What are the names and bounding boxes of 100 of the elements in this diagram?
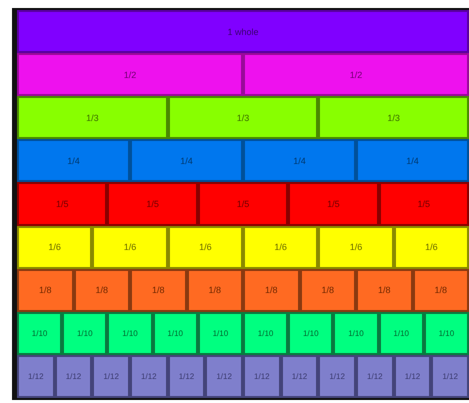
fraction-bar bbox=[17, 226, 92, 269]
fraction-bar bbox=[243, 312, 288, 355]
fraction-bar bbox=[243, 268, 300, 312]
fraction-bar bbox=[198, 182, 288, 226]
fraction-label: 1/10 bbox=[258, 328, 274, 338]
fraction-label: 1/2 bbox=[124, 70, 136, 80]
fraction-label: 1/8 bbox=[38, 285, 52, 296]
fraction-bar bbox=[394, 226, 469, 269]
fraction-label: 1/10 bbox=[167, 328, 183, 338]
fraction-label: 1/3 bbox=[387, 112, 400, 123]
fraction-bar bbox=[74, 268, 130, 312]
fraction-label: 1/4 bbox=[67, 156, 80, 166]
fraction-bar bbox=[62, 312, 108, 355]
fraction-label: 1/8 bbox=[321, 285, 334, 296]
fraction-bar bbox=[356, 354, 394, 398]
fraction-label: 1/5 bbox=[327, 198, 340, 209]
fraction-label: 1/6 bbox=[124, 242, 136, 252]
fraction-bar bbox=[17, 354, 55, 398]
fraction-label: 1/10 bbox=[393, 328, 409, 338]
fraction-bar bbox=[54, 354, 92, 398]
fraction-bar bbox=[152, 312, 198, 355]
fraction-bar bbox=[243, 226, 318, 269]
fraction-label: 1/12 bbox=[66, 372, 82, 381]
fraction-label: 1/6 bbox=[274, 242, 287, 252]
fraction-bar bbox=[300, 268, 356, 312]
fraction-bar bbox=[378, 312, 424, 355]
fraction-bar bbox=[356, 139, 469, 182]
fraction-bar bbox=[186, 268, 243, 312]
fraction-bar bbox=[17, 96, 168, 140]
fraction-bar bbox=[198, 312, 243, 355]
fraction-bar bbox=[107, 182, 198, 226]
fraction-bar bbox=[318, 226, 394, 269]
fraction-label: 1/12 bbox=[141, 372, 157, 381]
fraction-bar bbox=[243, 354, 281, 398]
fraction-bar bbox=[17, 268, 74, 312]
fraction-label: 1/8 bbox=[152, 285, 164, 296]
fraction-label: 1/12 bbox=[292, 372, 308, 381]
fraction-label: 1/12 bbox=[367, 372, 383, 381]
fraction-label: 1/5 bbox=[146, 198, 159, 209]
fraction-bar bbox=[205, 354, 243, 398]
fraction-bar bbox=[17, 139, 130, 182]
fraction-bar bbox=[107, 312, 153, 355]
fraction-label: 1/12 bbox=[216, 372, 232, 381]
fraction-bar bbox=[130, 354, 168, 398]
fraction-bar bbox=[17, 312, 62, 355]
fraction-label: 1/10 bbox=[212, 328, 228, 338]
fraction-bar bbox=[168, 96, 318, 140]
fraction-bar bbox=[424, 312, 469, 355]
fraction-label: 1/12 bbox=[442, 372, 458, 381]
fraction-bar bbox=[431, 354, 469, 398]
fraction-label: 1/10 bbox=[76, 328, 93, 338]
fraction-bar bbox=[378, 182, 469, 226]
fraction-label: 1/10 bbox=[32, 328, 48, 338]
fraction-bar bbox=[356, 268, 412, 312]
fraction-bar bbox=[333, 312, 379, 355]
fraction-bar bbox=[288, 182, 379, 226]
fraction-label: 1 whole bbox=[227, 26, 259, 37]
fraction-label: 1/8 bbox=[208, 285, 221, 296]
fraction-bar bbox=[17, 10, 469, 54]
fraction-bar bbox=[130, 139, 243, 182]
fraction-bar bbox=[243, 53, 469, 96]
fraction-label: 1/12 bbox=[178, 372, 194, 381]
fraction-bar bbox=[92, 354, 130, 398]
fraction-bar bbox=[394, 354, 432, 398]
fraction-label: 1/8 bbox=[95, 285, 108, 296]
fraction-label: 1/12 bbox=[329, 372, 345, 381]
fraction-label: 1/12 bbox=[404, 372, 420, 381]
fraction-label: 1/2 bbox=[350, 70, 362, 80]
fraction-bar bbox=[280, 354, 318, 398]
fraction-label: 1/5 bbox=[236, 198, 250, 209]
fraction-label: 1/12 bbox=[103, 372, 119, 381]
fraction-label: 1/10 bbox=[348, 328, 364, 338]
fraction-bar bbox=[17, 182, 108, 226]
fraction-label: 1/8 bbox=[264, 285, 278, 296]
fraction-bar bbox=[318, 354, 356, 398]
fraction-bar bbox=[288, 312, 334, 355]
fraction-label: 1/8 bbox=[434, 285, 447, 296]
fraction-label: 1/3 bbox=[86, 112, 99, 123]
fraction-label: 1/6 bbox=[350, 242, 362, 252]
fraction-label: 1/6 bbox=[425, 242, 438, 252]
fraction-bar bbox=[168, 226, 243, 269]
fraction-bar bbox=[92, 226, 168, 269]
fraction-label: 1/6 bbox=[48, 242, 61, 252]
fraction-label: 1/4 bbox=[293, 156, 306, 166]
fraction-label: 1/10 bbox=[438, 328, 454, 338]
fraction-label: 1/5 bbox=[56, 198, 68, 209]
fraction-label: 1/10 bbox=[302, 328, 319, 338]
fraction-bar bbox=[17, 53, 243, 96]
fraction-label: 1/12 bbox=[254, 372, 270, 381]
fraction-bar bbox=[243, 139, 356, 182]
fraction-label: 1/4 bbox=[180, 156, 193, 166]
fraction-label: 1/5 bbox=[418, 198, 430, 209]
fraction-bar bbox=[412, 268, 469, 312]
fraction-label: 1/8 bbox=[378, 285, 390, 296]
fraction-bar bbox=[130, 268, 186, 312]
fraction-label: 1/12 bbox=[28, 372, 44, 381]
fraction-label: 1/4 bbox=[406, 156, 419, 166]
fraction-label: 1/3 bbox=[236, 112, 250, 123]
fraction-bar bbox=[168, 354, 206, 398]
fraction-label: 1/6 bbox=[199, 242, 212, 252]
